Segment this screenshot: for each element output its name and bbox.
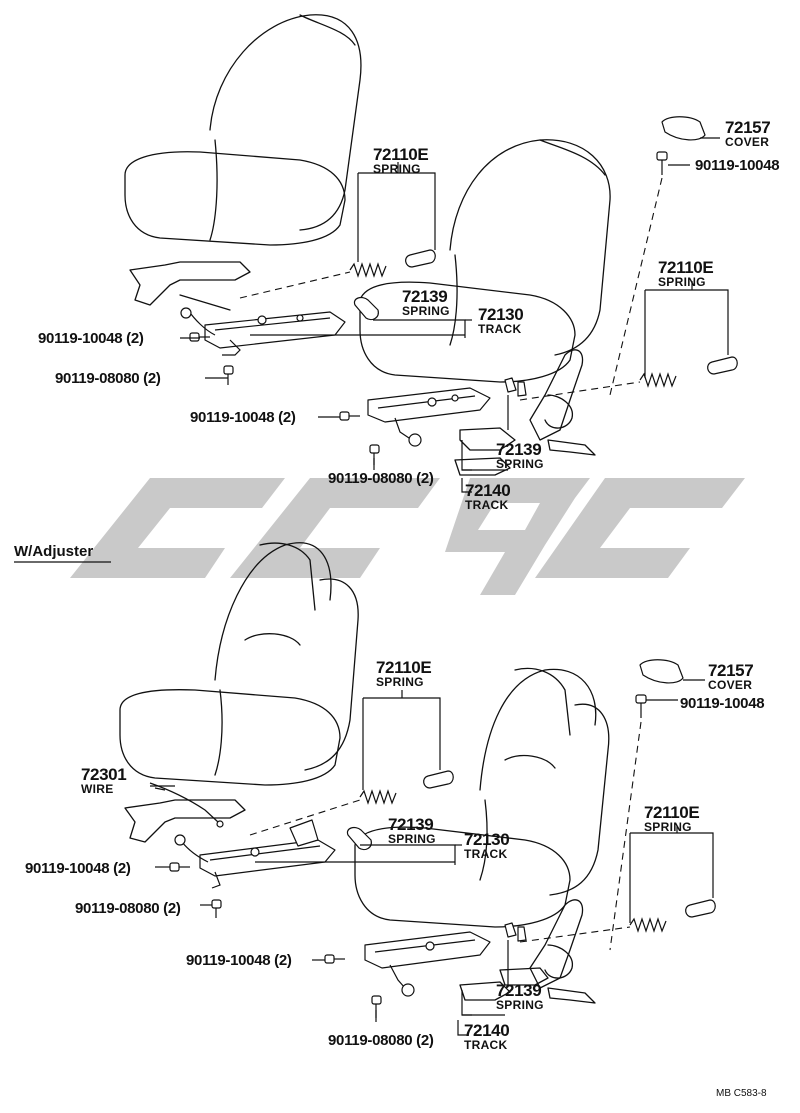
seat-left-upper — [124, 14, 362, 311]
label-track-left-number-upper: 72130 — [478, 305, 523, 324]
label-spring-left-number-lower: 72110E — [376, 658, 431, 677]
label-spring-mid-name-lower: SPRING — [388, 832, 436, 846]
label-spring-mid-number-upper: 72139 — [402, 287, 447, 306]
label-cover-name-upper: COVER — [725, 135, 769, 149]
leader-lines-lower — [150, 679, 714, 1036]
track-right-lower — [364, 922, 527, 997]
track-right-upper — [367, 377, 527, 447]
label-track-right-name-lower: TRACK — [464, 1038, 508, 1052]
section-label-w-adjuster: W/Adjuster — [14, 543, 93, 560]
spring-clip-mid-lower — [346, 826, 372, 851]
spring-coil-right-lower — [629, 899, 716, 933]
label-bolt-mid-1-upper: 90119-10048 (2) — [190, 409, 296, 426]
spring-coil-right-upper — [639, 356, 738, 388]
label-track-left-name-lower: TRACK — [464, 847, 508, 861]
label-spring-mid-number-lower: 72139 — [388, 815, 433, 834]
label-spring-right-name-lower: SPRING — [644, 820, 692, 834]
label-spring-left-name-lower: SPRING — [376, 675, 424, 689]
spring-coil-left-upper — [349, 249, 436, 278]
label-track-left-number-lower: 72130 — [464, 830, 509, 849]
label-track-right-number-lower: 72140 — [464, 1021, 509, 1040]
label-spring-right-name-upper: SPRING — [658, 275, 706, 289]
leader-lines-upper — [180, 137, 729, 493]
label-spring-left-number-upper: 72110E — [373, 145, 428, 164]
bolt-icons-upper — [189, 151, 668, 465]
label-spring-left-name-upper: SPRING — [373, 162, 421, 176]
label-bolt-cover-lower: 90119-10048 — [680, 695, 764, 712]
label-bolt-left-1-upper: 90119-10048 (2) — [38, 330, 144, 347]
label-wire-number-lower: 72301 — [81, 765, 126, 784]
label-bolt-mid-2-upper: 90119-08080 (2) — [328, 470, 434, 487]
label-track-right-name-upper: TRACK — [465, 498, 509, 512]
spring-coil-left-lower — [359, 770, 454, 805]
label-spring-bottom-name-lower: SPRING — [496, 998, 544, 1012]
seat-right-lower — [354, 667, 610, 1004]
upper-assembly: 72110E SPRING 72139 SPRING 72130 TRACK 7… — [38, 14, 780, 512]
label-cover-number-upper: 72157 — [725, 118, 770, 137]
label-spring-bottom-number-lower: 72139 — [496, 981, 541, 1000]
seat-right-upper — [359, 139, 611, 476]
label-spring-right-number-lower: 72110E — [644, 803, 699, 822]
label-cover-name-lower: COVER — [708, 678, 752, 692]
cover-part-lower — [639, 659, 684, 684]
label-track-right-number-upper: 72140 — [465, 481, 510, 500]
label-spring-right-number-upper: 72110E — [658, 258, 713, 277]
spring-clip-mid-upper — [353, 296, 379, 321]
seat-left-lower — [119, 542, 359, 843]
label-bolt-left-2-upper: 90119-08080 (2) — [55, 370, 161, 387]
label-spring-mid-name-upper: SPRING — [402, 304, 450, 318]
label-cover-number-lower: 72157 — [708, 661, 753, 680]
label-track-left-name-upper: TRACK — [478, 322, 522, 336]
label-bolt-cover-upper: 90119-10048 — [695, 157, 779, 174]
track-left-lower — [174, 819, 336, 889]
label-bolt-mid-2-lower: 90119-08080 (2) — [328, 1032, 434, 1049]
label-bolt-mid-1-lower: 90119-10048 (2) — [186, 952, 292, 969]
wire-part-lower — [149, 782, 224, 828]
label-bolt-left-2-lower: 90119-08080 (2) — [75, 900, 181, 917]
track-left-upper — [180, 307, 346, 356]
cover-part-upper — [661, 116, 706, 141]
label-spring-bottom-number-upper: 72139 — [496, 440, 541, 459]
label-wire-name-lower: WIRE — [81, 782, 114, 796]
label-spring-bottom-name-upper: SPRING — [496, 457, 544, 471]
watermark-logo — [70, 478, 745, 595]
label-bolt-left-1-lower: 90119-10048 (2) — [25, 860, 131, 877]
lower-assembly: 72110E SPRING 72301 WIRE 72139 SPRING 72… — [25, 542, 765, 1052]
footer-code: MB C583-8 — [716, 1088, 767, 1099]
